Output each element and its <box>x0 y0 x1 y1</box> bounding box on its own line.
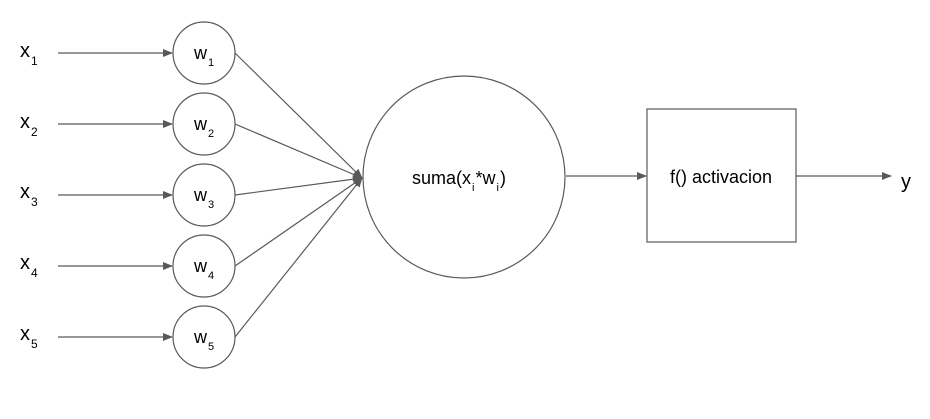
input-label-x4: x4 <box>20 252 38 280</box>
activation-node-group: f() activacion <box>646 108 797 243</box>
sum-node-group: suma(xi*wi) <box>362 75 566 279</box>
sum-node-label: suma(xi*wi) <box>412 168 506 194</box>
weight-label-w4: w4 <box>193 256 214 282</box>
sum-node <box>362 75 566 279</box>
input-label-x2: x2 <box>20 111 38 139</box>
input-label-x1: x1 <box>20 40 38 68</box>
input-label-x5: x5 <box>20 323 38 351</box>
input-row-1: x1 w1 <box>20 21 363 179</box>
weight-to-sum-arrow-2 <box>234 123 363 179</box>
weight-to-sum-arrow-4 <box>234 177 363 267</box>
activation-node-label: f() activacion <box>670 167 772 187</box>
weight-label-w5: w5 <box>193 327 214 353</box>
weight-to-sum-arrow-1 <box>234 52 363 179</box>
input-row-3: x3 w3 <box>20 163 363 227</box>
input-label-x3: x3 <box>20 181 38 209</box>
weight-label-w1: w1 <box>193 43 214 69</box>
input-rows: x1 w1 x2 w2 x3 w3 x4 w4 <box>20 21 363 369</box>
input-row-5: x5 w5 <box>20 177 363 369</box>
weight-label-w2: w2 <box>193 114 214 140</box>
weight-label-w3: w3 <box>193 185 214 211</box>
input-row-4: x4 w4 <box>20 177 363 298</box>
weight-to-sum-arrow-3 <box>234 175 363 196</box>
weight-to-sum-arrow-5 <box>234 177 363 338</box>
output-label-y: y <box>901 171 911 193</box>
input-row-2: x2 w2 <box>20 92 363 179</box>
